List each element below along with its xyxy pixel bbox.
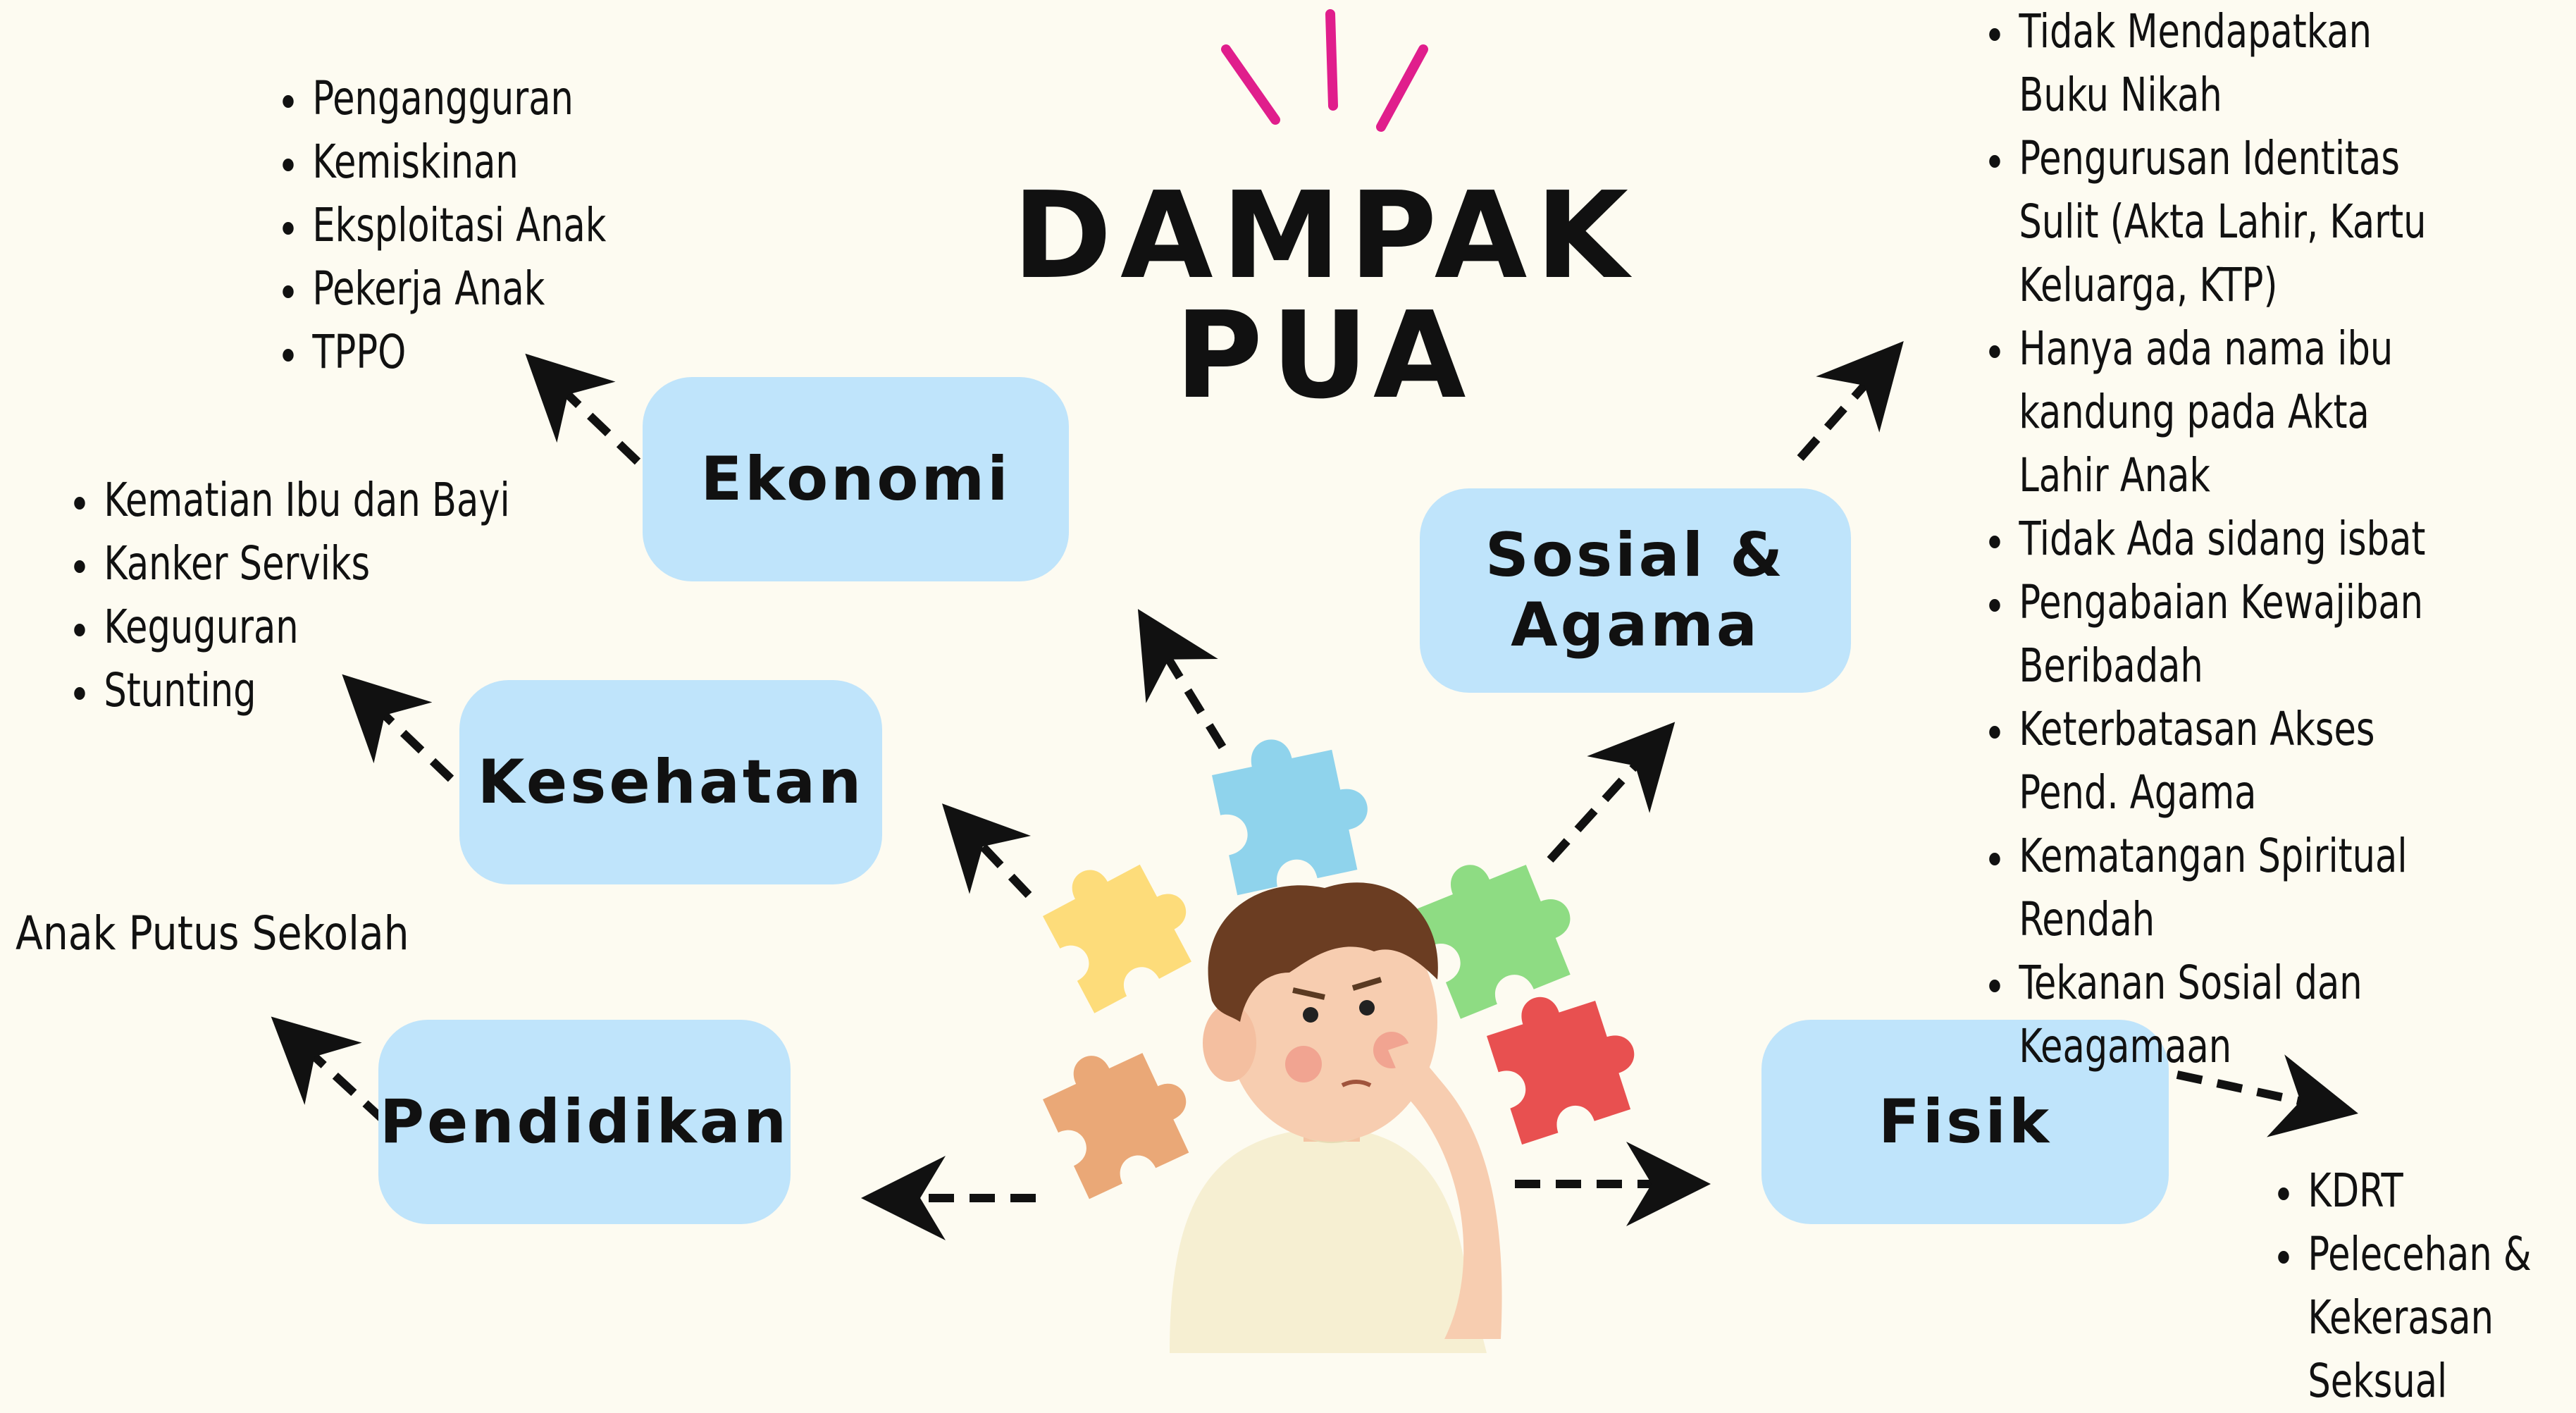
list-item: Keterbatasan Akses Pend. Agama [2015,698,2439,825]
list-item: Pengangguran [309,67,606,130]
box-kesehatan: Kesehatan [459,680,882,884]
box-sosial-line2: Agama [1511,590,1760,660]
list-item: Kemiskinan [309,130,606,194]
list-item: Pengurusan Identitas Sulit (Akta Lahir, … [2015,127,2439,317]
list-item: Tidak Mendapatkan Buku Nikah [2015,0,2439,127]
dashed-arrow-icon [271,341,2358,1240]
list-item: Pekerja Anak [309,257,606,321]
box-pendidikan: Pendidikan [378,1020,791,1224]
box-ekonomi-label: Ekonomi [700,443,1011,514]
list-item: Pengabaian Kewajiban Beribadah [2015,571,2439,698]
box-sosial-agama: Sosial & Agama [1420,488,1851,693]
ekonomi-list: Pengangguran Kemiskinan Eksploitasi Anak… [266,67,606,384]
box-pendidikan-label: Pendidikan [379,1086,790,1157]
puzzle-piece-icon [1408,836,1591,1019]
puzzle-piece-icon [1034,1025,1208,1199]
sosial-list: Tidak Mendapatkan Buku Nikah Pengurusan … [1973,0,2439,1078]
list-item: Kematian Ibu dan Bayi [100,469,509,532]
kesehatan-list: Kematian Ibu dan Bayi Kanker Serviks Keg… [58,469,509,722]
fisik-list: KDRT Pelecehan & Kekerasan Seksual [2262,1159,2534,1413]
thinking-person-illustration [1170,882,1502,1353]
list-item: KDRT [2304,1159,2534,1223]
puzzle-piece-icon [1480,973,1652,1145]
box-sosial-line1: Sosial & [1485,520,1786,591]
list-item: Tekanan Sosial dan Keagamaan [2015,951,2439,1078]
list-item: Hanya ada nama ibu kandung pada Akta Lah… [2015,317,2439,507]
emphasis-marks-icon [1221,9,1428,132]
box-kesehatan-label: Kesehatan [477,746,865,817]
box-fisik: Fisik [1761,1020,2169,1224]
box-fisik-label: Fisik [1878,1086,2052,1157]
list-item: Stunting [100,659,509,722]
box-ekonomi: Ekonomi [643,377,1069,581]
list-item: Pelecehan & Kekerasan Seksual [2304,1223,2534,1413]
pendidikan-text: Anak Putus Sekolah [16,906,409,961]
list-item: Keguguran [100,596,509,659]
list-item: Kematangan Spiritual Rendah [2015,825,2439,951]
list-item: Eksploitasi Anak [309,194,606,257]
list-item: Kanker Serviks [100,532,509,596]
puzzle-piece-icon [1033,837,1210,1013]
list-item: Tidak Ada sidang isbat [2015,507,2439,571]
page-title: DAMPAK PUA [1012,166,1637,426]
list-item: TPPO [309,321,606,384]
box-sosial-agama-label: Sosial & Agama [1485,521,1785,660]
puzzle-piece-icon [1207,722,1380,896]
